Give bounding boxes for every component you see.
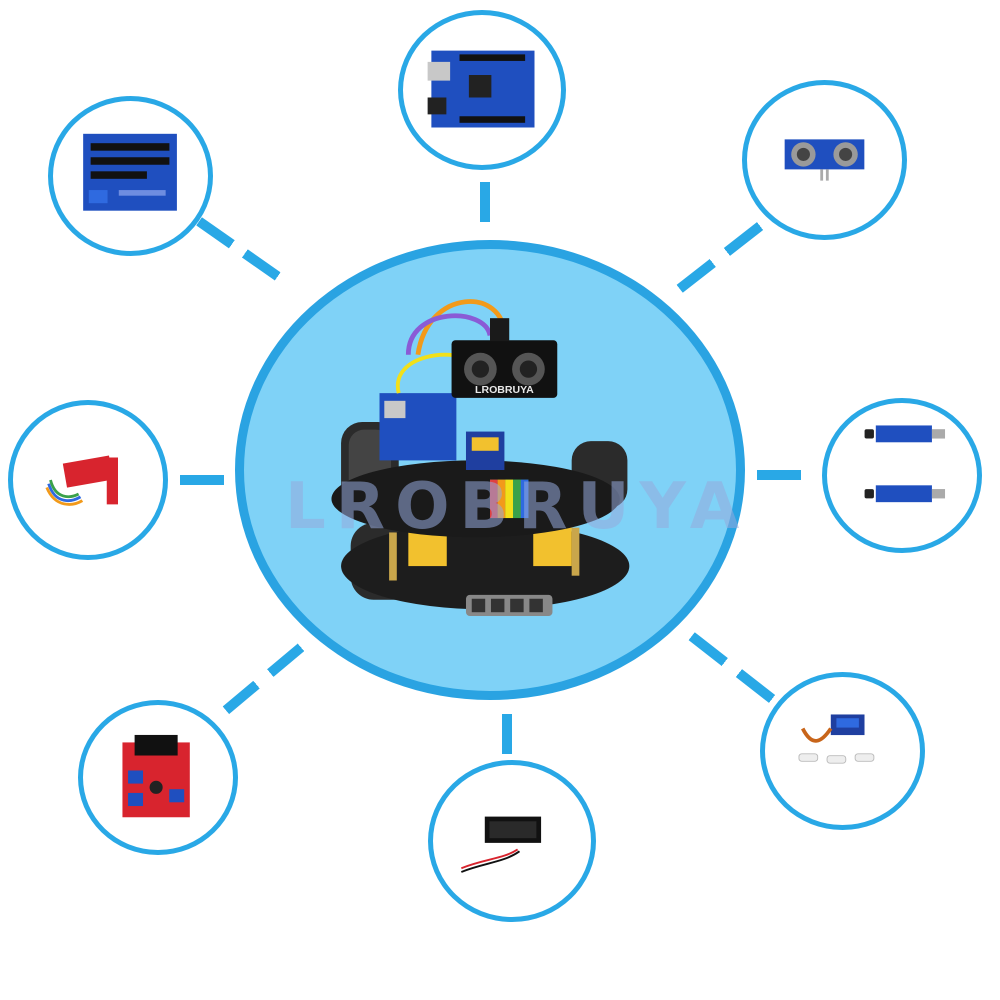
arduino-board-icon — [427, 50, 535, 128]
battery-box-ring — [428, 760, 596, 922]
robot-car-hub: LROBRUYA — [235, 240, 745, 700]
servo-icon — [798, 714, 875, 764]
line-tracker-ring — [8, 400, 168, 560]
battery-box-icon — [460, 816, 542, 873]
line-tracker-icon — [45, 455, 118, 506]
ultrasonic-sensor-icon — [784, 139, 865, 181]
motor-driver-ring — [78, 700, 238, 855]
ultrasonic-sensor-ring — [742, 80, 907, 240]
arduino-board-ring — [398, 10, 566, 170]
motor-driver-icon — [122, 734, 190, 818]
sensor-shield-icon — [83, 133, 177, 211]
connector-left — [180, 475, 224, 485]
servo-ring — [760, 672, 925, 830]
sensor-shield-ring — [48, 96, 213, 256]
connector-right — [757, 470, 801, 480]
connector-bottom — [502, 714, 512, 754]
watermark: LROBRUYA — [285, 470, 750, 544]
ir-sensor-icon — [864, 425, 946, 503]
ir-sensor-ring — [822, 398, 982, 553]
connector-top — [480, 182, 490, 222]
camera-label: LROBRUYA — [475, 384, 534, 396]
robot-car-icon: LROBRUYA — [331, 299, 630, 617]
